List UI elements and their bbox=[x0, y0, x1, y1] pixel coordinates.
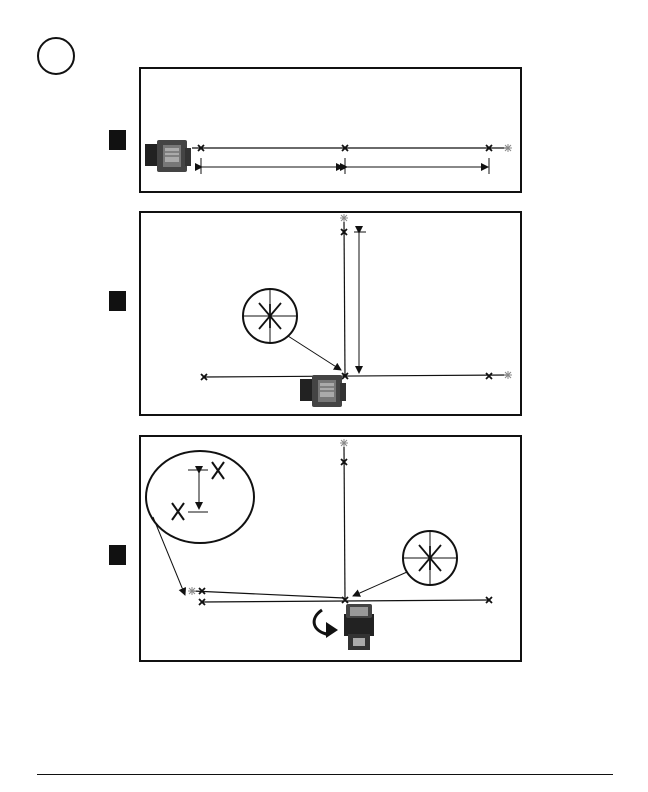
laser-level-icon bbox=[300, 375, 346, 407]
magnifier-icon bbox=[146, 451, 254, 543]
laser-dot-icon bbox=[504, 371, 512, 379]
laser-line-vertical bbox=[344, 222, 345, 376]
laser-dot-icon bbox=[340, 439, 348, 447]
magnifier-icon bbox=[243, 289, 297, 343]
laser-dot-icon bbox=[188, 587, 196, 595]
panel-1-drawing bbox=[145, 140, 512, 174]
rotate-arrow-icon bbox=[314, 610, 338, 638]
cross-mark-icon bbox=[486, 373, 492, 379]
laser-level-icon bbox=[145, 140, 191, 172]
callout-arrow bbox=[288, 336, 341, 370]
panel-2-drawing bbox=[201, 214, 512, 407]
magnifier-icon bbox=[403, 531, 457, 585]
laser-dot-icon bbox=[340, 214, 348, 222]
callout-arrow bbox=[353, 572, 407, 596]
laser-line-rotated bbox=[193, 591, 344, 598]
laser-line-horizontal bbox=[204, 375, 508, 377]
panel-3-drawing bbox=[146, 439, 492, 650]
laser-level-icon bbox=[344, 604, 374, 650]
laser-line-vertical bbox=[344, 447, 345, 600]
laser-dot-icon bbox=[504, 144, 512, 152]
